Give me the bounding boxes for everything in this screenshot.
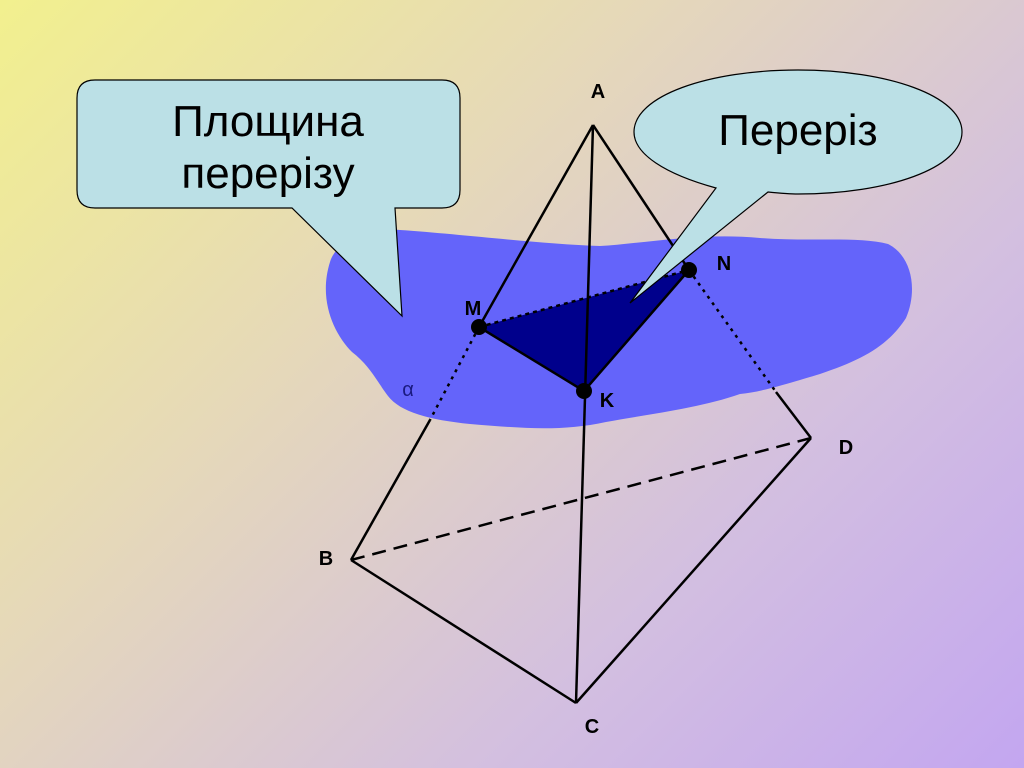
vertex-label-b: B xyxy=(319,548,333,570)
point-m xyxy=(471,319,487,335)
vertex-label-m: M xyxy=(465,298,482,320)
vertex-label-a: A xyxy=(591,81,605,103)
edge-bc xyxy=(350,558,577,705)
plane-label-alpha: α xyxy=(402,379,414,401)
edge-ab-upper xyxy=(477,124,595,328)
edge-bd-hidden xyxy=(350,436,812,562)
vertex-label-d: D xyxy=(839,437,853,459)
vertex-label-c: C xyxy=(585,716,599,738)
vertex-label-k: K xyxy=(600,390,615,412)
edge-ab-lower xyxy=(349,419,432,561)
callout-section-text: Переріз xyxy=(718,106,877,155)
callout-plane-bubble xyxy=(76,79,461,318)
callout-section-bubble xyxy=(629,69,963,304)
edge-ad-hidden xyxy=(687,269,778,393)
section-edge-mk xyxy=(478,325,585,393)
edge-cd xyxy=(575,437,812,704)
vertex-label-n: N xyxy=(717,253,731,275)
edge-ab-hidden xyxy=(428,326,481,421)
edge-ac xyxy=(574,124,595,704)
point-n xyxy=(681,262,697,278)
callout-plane-line1: Площина xyxy=(172,97,364,146)
callout-plane-line2: перерізу xyxy=(181,149,354,198)
section-edge-nk xyxy=(583,269,690,392)
edge-ad-lower xyxy=(775,391,812,439)
point-k xyxy=(576,383,592,399)
section-triangle-mnk xyxy=(479,270,689,391)
